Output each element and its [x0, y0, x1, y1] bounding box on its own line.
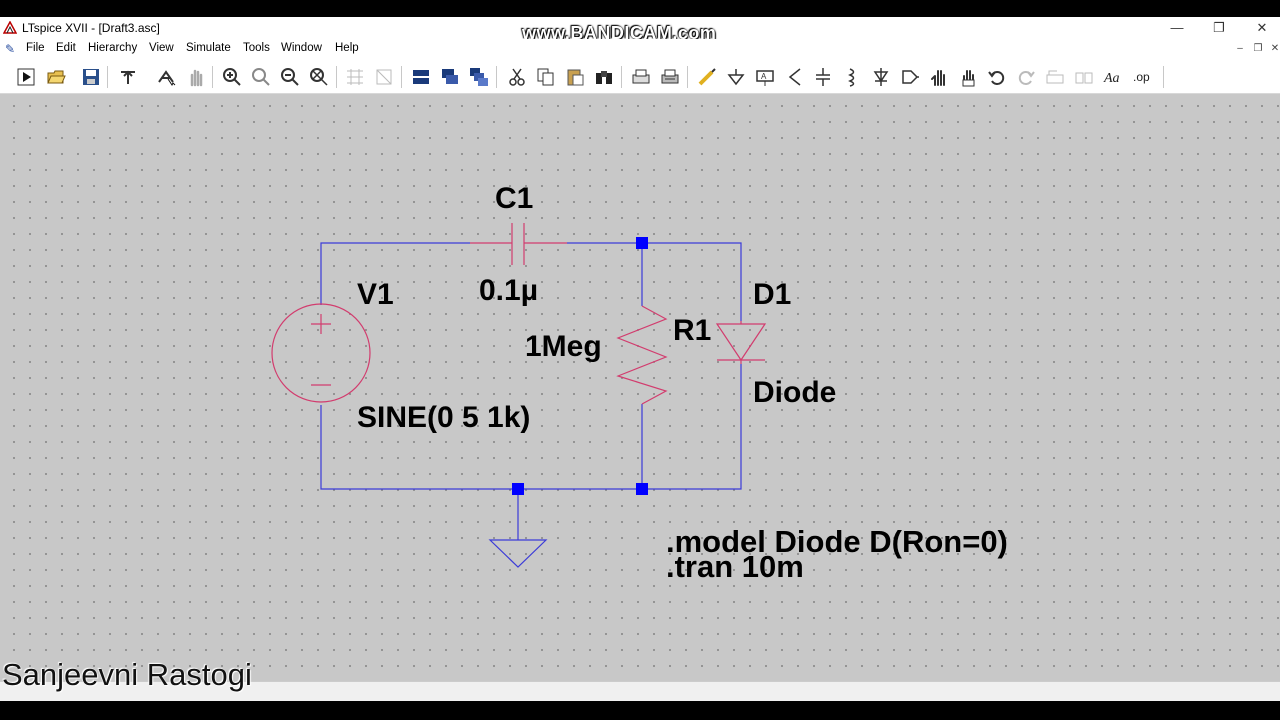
zoom-full-icon[interactable] — [250, 66, 272, 88]
capacitor-c1[interactable] — [470, 223, 567, 265]
spice-directive-icon[interactable]: .op — [1131, 66, 1153, 88]
resistor-icon[interactable] — [783, 66, 805, 88]
r1-value-label[interactable]: 1Meg — [525, 330, 602, 363]
d1-name-label[interactable]: D1 — [753, 278, 792, 311]
ground-symbol[interactable] — [488, 539, 548, 568]
window-3-icon[interactable] — [468, 66, 490, 88]
ltspice-window: LTspice XVII - [Draft3.asc] www.BANDICAM… — [0, 17, 1280, 702]
junction-top — [636, 237, 648, 249]
control-panel-icon[interactable] — [117, 66, 139, 88]
menu-view[interactable]: View — [149, 42, 174, 54]
pick-visible-traces-icon[interactable] — [155, 66, 177, 88]
menu-window[interactable]: Window — [281, 42, 322, 54]
capacitor-icon[interactable] — [812, 66, 834, 88]
window-1-icon[interactable] — [410, 66, 432, 88]
component-icon[interactable] — [899, 66, 921, 88]
cut-icon[interactable] — [506, 66, 528, 88]
model-directive[interactable]: .model Diode D(Ron=0) — [666, 524, 1008, 559]
paste-icon[interactable] — [564, 66, 586, 88]
menu-hierarchy[interactable]: Hierarchy — [88, 42, 138, 54]
zoom-fit-icon[interactable] — [308, 66, 330, 88]
print-icon[interactable] — [630, 66, 652, 88]
rotate-icon[interactable] — [1044, 66, 1066, 88]
drag-icon[interactable] — [957, 66, 979, 88]
wire-bottom-loop — [320, 364, 742, 490]
recording-top-border — [0, 0, 1280, 17]
svg-text:Aa: Aa — [1103, 71, 1120, 86]
restore-button[interactable]: ❐ — [1213, 20, 1225, 35]
schematic-drawing — [271, 223, 767, 568]
tile-vertical-icon[interactable] — [373, 66, 395, 88]
menu-bar: ✎ File Edit Hierarchy View Simulate Tool… — [0, 39, 1280, 59]
r1-name-label[interactable]: R1 — [673, 314, 712, 347]
menu-edit[interactable]: Edit — [56, 42, 76, 54]
junction-bottom — [636, 483, 648, 495]
menu-file[interactable]: File — [26, 42, 45, 54]
resistor-r1[interactable] — [616, 305, 668, 405]
label-net-icon[interactable]: A — [754, 66, 776, 88]
d1-value-label[interactable]: Diode — [753, 376, 837, 409]
wire-v1-c1 — [320, 242, 470, 305]
find-icon[interactable] — [593, 66, 615, 88]
wire-c1-d1 — [567, 242, 742, 321]
toolbar: A Aa .op — [0, 59, 1280, 142]
v1-name-label[interactable]: V1 — [357, 278, 394, 311]
bandicam-watermark: www.BANDICAM.com — [522, 23, 717, 43]
diode-icon[interactable] — [870, 66, 892, 88]
menu-tools[interactable]: Tools — [243, 42, 270, 54]
window-2-icon[interactable] — [439, 66, 461, 88]
open-icon[interactable] — [45, 66, 67, 88]
pan-icon[interactable] — [185, 66, 207, 88]
wire-icon[interactable] — [696, 66, 718, 88]
ltspice-app-icon — [3, 21, 17, 34]
move-icon[interactable] — [928, 66, 950, 88]
zoom-out-icon[interactable] — [279, 66, 301, 88]
tile-horizontal-icon[interactable] — [344, 66, 366, 88]
mdi-minimize-button[interactable]: – — [1237, 43, 1243, 54]
junction-ground — [512, 483, 524, 495]
text-icon[interactable]: Aa — [1102, 66, 1124, 88]
print-setup-icon[interactable] — [659, 66, 681, 88]
window-title: LTspice XVII - [Draft3.asc] — [22, 21, 160, 35]
mdi-restore-button[interactable]: ❐ — [1253, 43, 1263, 54]
menu-help[interactable]: Help — [335, 42, 359, 54]
undo-icon[interactable] — [986, 66, 1008, 88]
recording-bottom-border — [0, 701, 1280, 720]
run-icon[interactable] — [15, 66, 37, 88]
voltage-source-v1[interactable] — [271, 303, 371, 403]
svg-text:.op: .op — [1133, 70, 1150, 84]
mirror-icon[interactable] — [1073, 66, 1095, 88]
tran-directive[interactable]: .tran 10m — [666, 549, 804, 584]
wires — [320, 242, 742, 540]
zoom-in-icon[interactable] — [221, 66, 243, 88]
c1-value-label[interactable]: 0.1µ — [479, 274, 538, 307]
author-overlay-text: Sanjeevni Rastogi — [2, 657, 252, 692]
save-icon[interactable] — [80, 66, 102, 88]
svg-text:A: A — [761, 72, 767, 81]
diode-d1[interactable] — [715, 321, 767, 364]
junctions — [512, 237, 648, 495]
inductor-icon[interactable] — [841, 66, 863, 88]
title-bar: LTspice XVII - [Draft3.asc] www.BANDICAM… — [0, 17, 1280, 43]
copy-icon[interactable] — [535, 66, 557, 88]
redo-icon[interactable] — [1015, 66, 1037, 88]
menu-simulate[interactable]: Simulate — [186, 42, 231, 54]
schematic-doc-icon[interactable]: ✎ — [5, 42, 16, 56]
mdi-close-button[interactable]: ✕ — [1270, 43, 1280, 54]
close-button[interactable]: ✕ — [1256, 20, 1268, 35]
ground-icon[interactable] — [725, 66, 747, 88]
status-bar — [0, 681, 1280, 702]
v1-value-label[interactable]: SINE(0 5 1k) — [357, 401, 531, 434]
c1-name-label[interactable]: C1 — [495, 182, 534, 215]
minimize-button[interactable]: — — [1170, 20, 1184, 35]
schematic-canvas[interactable]: C1 0.1µ V1 SINE(0 5 1k) 1Meg R1 D1 Diode… — [0, 94, 1280, 701]
